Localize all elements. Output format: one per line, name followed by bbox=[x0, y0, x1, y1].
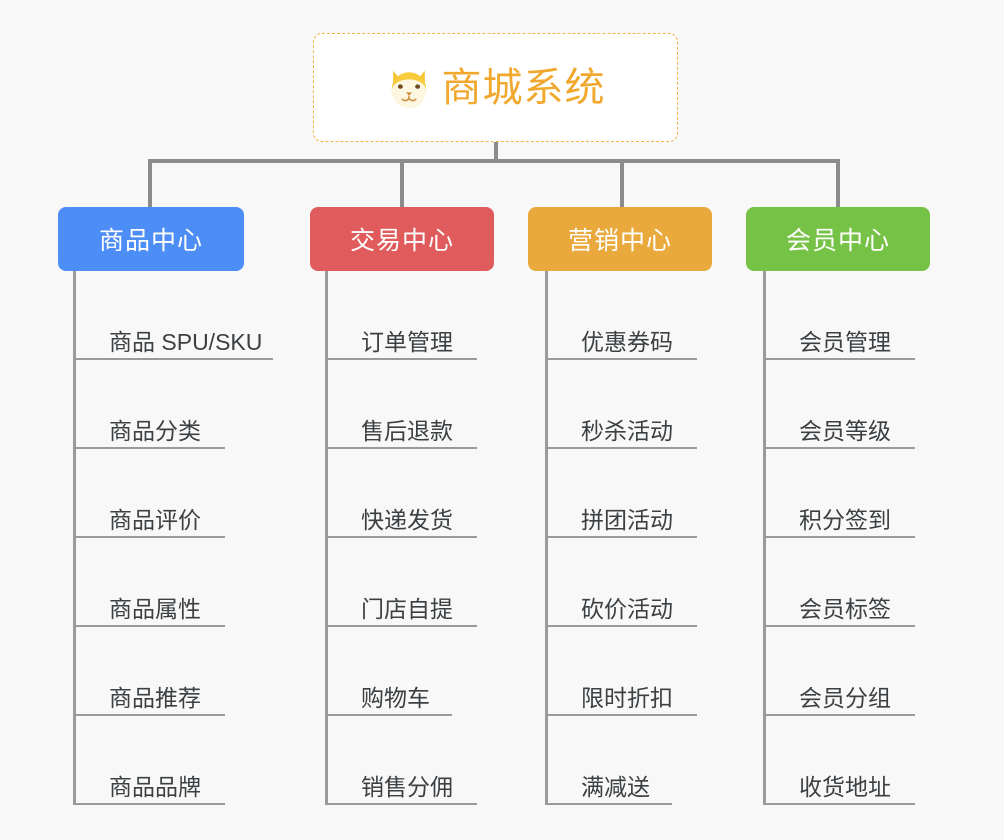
leaf-item-label: 拼团活动 bbox=[581, 507, 673, 533]
leaf-spine-4 bbox=[763, 271, 766, 805]
leaf-item-label: 门店自提 bbox=[361, 596, 453, 622]
leaf-item-label: 会员分组 bbox=[799, 685, 891, 711]
leaf-underline bbox=[545, 536, 697, 538]
connector-root-stem bbox=[494, 142, 498, 162]
leaf-underline bbox=[545, 803, 672, 805]
leaf-item-label: 会员标签 bbox=[799, 596, 891, 622]
leaf-underline bbox=[545, 447, 697, 449]
leaf-item-label: 优惠券码 bbox=[581, 329, 673, 355]
category-box-1[interactable]: 商品中心 bbox=[58, 207, 244, 271]
leaf-spine-2 bbox=[325, 271, 328, 805]
leaf-item-label: 订单管理 bbox=[361, 329, 453, 355]
leaf-underline bbox=[763, 358, 915, 360]
leaf-spine-1 bbox=[73, 271, 76, 805]
category-box-3[interactable]: 营销中心 bbox=[528, 207, 712, 271]
category-title: 交易中心 bbox=[349, 227, 454, 255]
leaf-item-label: 商品评价 bbox=[109, 507, 201, 533]
category-title: 会员中心 bbox=[785, 227, 890, 255]
leaf-underline bbox=[763, 625, 915, 627]
leaf-underline bbox=[545, 358, 697, 360]
leaf-spine-3 bbox=[545, 271, 548, 805]
leaf-item-label: 收货地址 bbox=[799, 774, 891, 800]
leaf-item-label: 商品分类 bbox=[109, 418, 201, 444]
root-node-mall-system[interactable]: 商城系统 bbox=[313, 33, 678, 142]
connector-horizontal-rail bbox=[150, 159, 840, 163]
leaf-item-label: 会员管理 bbox=[799, 329, 891, 355]
connector-drop-2 bbox=[400, 159, 404, 207]
leaf-underline bbox=[763, 447, 915, 449]
category-box-4[interactable]: 会员中心 bbox=[746, 207, 930, 271]
leaf-underline bbox=[545, 714, 697, 716]
leaf-item-label: 商品 SPU/SKU bbox=[109, 329, 263, 355]
leaf-underline bbox=[325, 358, 477, 360]
leaf-underline bbox=[763, 714, 915, 716]
leaf-item-label: 秒杀活动 bbox=[581, 418, 673, 444]
leaf-underline bbox=[73, 625, 225, 627]
leaf-underline bbox=[545, 625, 697, 627]
leaf-underline bbox=[73, 358, 273, 360]
leaf-item-label: 商品推荐 bbox=[109, 685, 201, 711]
category-box-2[interactable]: 交易中心 bbox=[310, 207, 494, 271]
leaf-underline bbox=[325, 447, 477, 449]
leaf-underline bbox=[763, 536, 915, 538]
connector-drop-4 bbox=[836, 159, 840, 207]
leaf-item-label: 商品品牌 bbox=[109, 774, 201, 800]
root-node-content: 商城系统 bbox=[386, 65, 606, 111]
leaf-item-label: 商品属性 bbox=[109, 596, 201, 622]
leaf-underline bbox=[73, 447, 225, 449]
leaf-underline bbox=[325, 536, 477, 538]
leaf-item-label: 满减送 bbox=[581, 774, 650, 800]
leaf-underline bbox=[763, 803, 915, 805]
leaf-underline bbox=[73, 714, 225, 716]
leaf-item-label: 会员等级 bbox=[799, 418, 891, 444]
leaf-underline bbox=[73, 536, 225, 538]
leaf-underline bbox=[325, 625, 477, 627]
connector-drop-1 bbox=[148, 159, 152, 207]
dog-face-icon bbox=[391, 70, 426, 108]
leaf-item-label: 快递发货 bbox=[361, 507, 453, 533]
leaf-item-label: 售后退款 bbox=[361, 418, 453, 444]
category-title: 营销中心 bbox=[567, 227, 672, 255]
leaf-item-label: 销售分佣 bbox=[361, 774, 453, 800]
leaf-underline bbox=[73, 803, 225, 805]
leaf-item-label: 砍价活动 bbox=[581, 596, 673, 622]
leaf-item-label: 购物车 bbox=[361, 685, 430, 711]
connector-drop-3 bbox=[620, 159, 624, 207]
leaf-item-label: 限时折扣 bbox=[581, 685, 673, 711]
root-node-title: 商城系统 bbox=[441, 65, 606, 110]
leaf-item-label: 积分签到 bbox=[799, 507, 891, 533]
category-title: 商品中心 bbox=[98, 227, 203, 255]
leaf-underline bbox=[325, 714, 452, 716]
leaf-underline bbox=[325, 803, 477, 805]
